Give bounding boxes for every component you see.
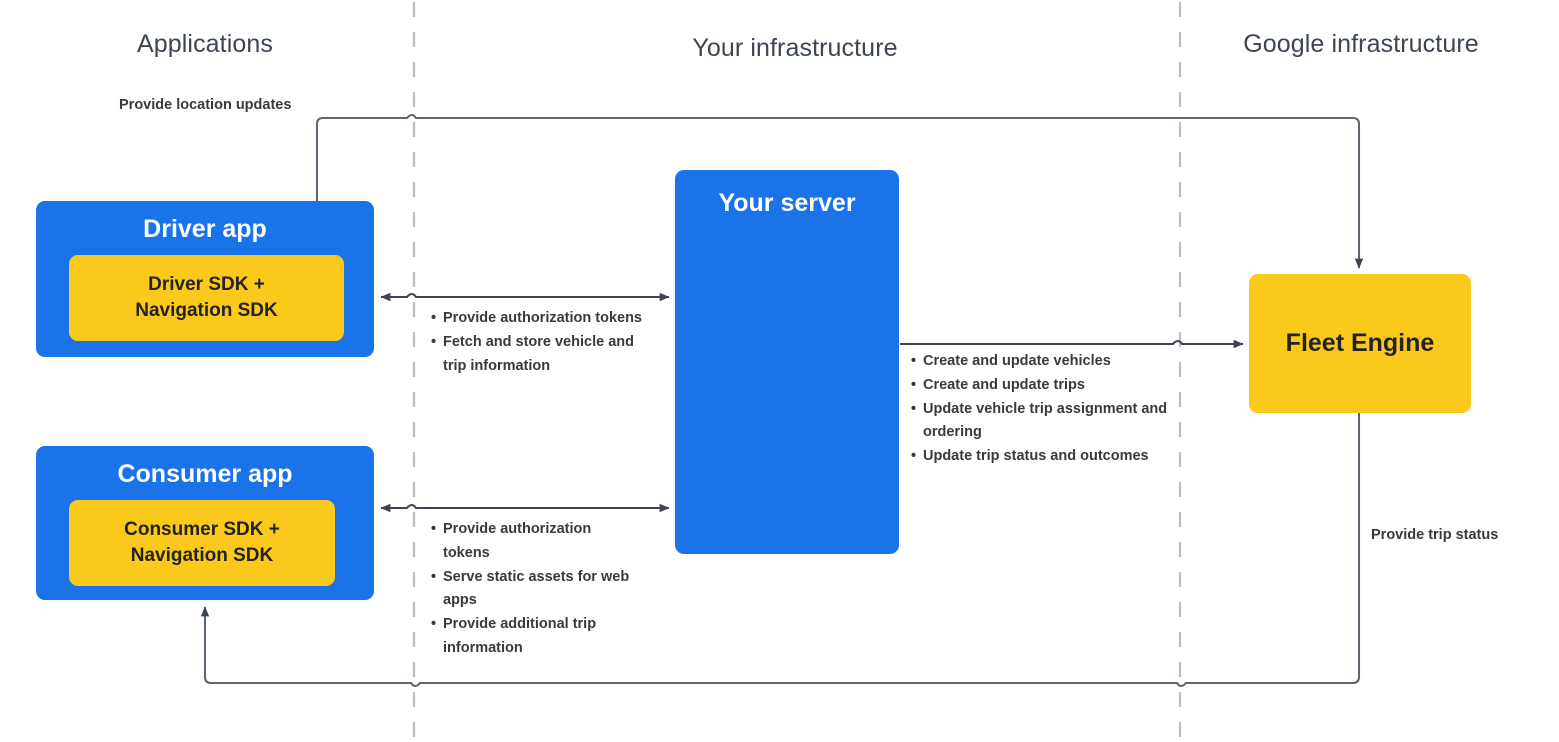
- bullet-text: Serve static assets for web apps: [443, 568, 630, 609]
- bullet-text: Provide additional trip information: [443, 616, 597, 656]
- bullet-dot-icon: •: [431, 521, 437, 537]
- bullet-text: Fetch and store vehicle and trip informa…: [443, 333, 634, 374]
- bullet-text: Create and update trips: [923, 376, 1085, 393]
- bullet-item: • Serve static assets for web apps: [431, 566, 641, 614]
- wire-consumer-server: [380, 503, 670, 513]
- bullet-dot-icon: •: [431, 568, 437, 585]
- consumer-sdk-label: Consumer SDK + Navigation SDK: [124, 517, 280, 569]
- bullet-dot-icon: •: [911, 376, 917, 393]
- bullet-item: • Provide additional trip information: [431, 613, 641, 661]
- edge-bullets-server-fleet-engine: • Create and update vehicles • Create and u…: [911, 350, 1169, 469]
- wire-server-fleet-engine: [900, 339, 1244, 349]
- wire-driver-server: [380, 292, 670, 302]
- node-driver-sdk[interactable]: Driver SDK + Navigation SDK: [69, 255, 344, 341]
- bullet-dot-icon: •: [911, 400, 917, 417]
- driver-sdk-line-2: Navigation SDK: [135, 300, 278, 321]
- node-your-server[interactable]: Your server: [675, 170, 899, 554]
- bullet-item: • Provide authorization tokens: [431, 307, 653, 331]
- bullet-item: • Create and update trips: [911, 374, 1169, 398]
- edge-label-provide-trip-status: Provide trip status: [1371, 527, 1499, 543]
- node-fleet-engine[interactable]: Fleet Engine: [1249, 274, 1471, 413]
- bullet-dot-icon: •: [911, 353, 917, 369]
- bullet-text: Provide authorization tokens: [443, 521, 592, 561]
- consumer-sdk-line-1: Consumer SDK +: [124, 519, 280, 540]
- bullet-dot-icon: •: [911, 448, 917, 465]
- node-consumer-sdk[interactable]: Consumer SDK + Navigation SDK: [69, 500, 335, 586]
- driver-app-title: Driver app: [143, 215, 267, 243]
- bullet-text: Update vehicle trip assignment and order…: [923, 400, 1168, 441]
- bullet-dot-icon: •: [431, 333, 437, 350]
- edge-bullets-driver-app-server: • Provide authorization tokens • Fetch and …: [431, 307, 653, 378]
- bullet-dot-icon: •: [431, 310, 437, 326]
- bullet-item: • Create and update vehicles: [911, 350, 1169, 374]
- driver-sdk-line-1: Driver SDK +: [148, 274, 265, 295]
- bullet-text: Provide authorization tokens: [443, 310, 642, 326]
- driver-sdk-label: Driver SDK + Navigation SDK: [135, 272, 278, 324]
- bullet-item: • Update vehicle trip assignment and orde…: [911, 398, 1169, 446]
- bullet-item: • Update trip status and outcomes: [911, 445, 1169, 469]
- lane-title-google-infrastructure: Google infrastructure: [1243, 30, 1479, 58]
- bullet-text: Update trip status and outcomes: [923, 448, 1149, 465]
- fleet-engine-title: Fleet Engine: [1285, 329, 1435, 357]
- your-server-title: Your server: [718, 189, 856, 217]
- consumer-sdk-line-2: Navigation SDK: [130, 545, 274, 566]
- lane-title-applications: Applications: [136, 30, 273, 58]
- lane-title-your-infrastructure: Your infrastructure: [692, 34, 898, 62]
- consumer-app-title: Consumer app: [117, 460, 293, 488]
- bullet-item: • Provide authorization tokens: [431, 518, 641, 566]
- bullet-item: • Fetch and store vehicle and trip inform…: [431, 331, 653, 379]
- edge-label-provide-location-updates: Provide location updates: [119, 97, 292, 113]
- edge-bullets-consumer-app-server: • Provide authorization tokens • Serve stat…: [431, 518, 641, 661]
- bullet-text: Create and update vehicles: [923, 353, 1111, 369]
- bullet-dot-icon: •: [431, 616, 437, 633]
